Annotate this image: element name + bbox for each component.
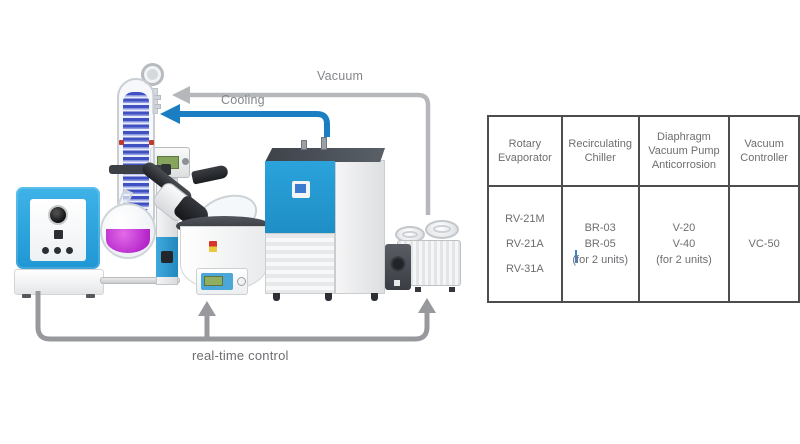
device-foot bbox=[415, 287, 421, 292]
cell-chiller-models: BR-03 BR-05 (for 2 units) bbox=[560, 185, 640, 303]
col-header-vacuum-controller: Vacuum Controller bbox=[728, 115, 800, 187]
condenser-marker bbox=[149, 140, 154, 145]
lift-knob bbox=[161, 251, 173, 263]
cooling-label: Cooling bbox=[221, 93, 265, 107]
panel-button bbox=[42, 247, 49, 254]
clamp-knob bbox=[161, 164, 171, 175]
chiller-display-screen bbox=[295, 184, 306, 193]
cell-controller-model: VC-50 bbox=[728, 185, 800, 303]
recirculating-chiller bbox=[263, 137, 385, 301]
chiller-top-lid bbox=[265, 148, 385, 162]
chiller-side-panel bbox=[335, 160, 385, 294]
pump-front-panel bbox=[385, 244, 411, 290]
caster-wheel bbox=[371, 293, 378, 301]
caster-wheel bbox=[273, 293, 280, 301]
support-arm bbox=[100, 277, 180, 284]
warning-sticker-icon bbox=[209, 241, 217, 252]
cooling-arrowhead-icon bbox=[160, 104, 180, 124]
pump-canister bbox=[395, 226, 425, 243]
caster-wheel bbox=[325, 293, 332, 301]
bath-lcd bbox=[204, 276, 223, 286]
vacuum-controller-panel bbox=[30, 199, 86, 261]
condenser-clamp bbox=[109, 165, 163, 174]
device-foot bbox=[86, 294, 95, 298]
panel-button bbox=[66, 247, 73, 254]
pump-canister bbox=[425, 220, 459, 239]
model-spec-table: Rotary Evaporator Recirculating Chiller … bbox=[487, 115, 800, 303]
chiller-display bbox=[292, 181, 310, 198]
cell-pump-models: V-20 V-40 (for 2 units) bbox=[637, 185, 731, 303]
diaphragm-vacuum-pump bbox=[385, 218, 465, 294]
pump-arrowhead-icon bbox=[418, 298, 436, 313]
col-header-rotary-evaporator: Rotary Evaporator bbox=[487, 115, 563, 187]
device-foot bbox=[22, 294, 31, 298]
bath-display-bezel bbox=[201, 273, 233, 290]
realtime-control-label: real-time control bbox=[192, 348, 289, 363]
gauge-dial bbox=[147, 69, 158, 80]
control-knob-icon bbox=[182, 158, 189, 165]
cell-rotary-evaporator-models: RV-21M RV-21A RV-31A bbox=[487, 185, 563, 303]
pump-vent-icon bbox=[390, 256, 406, 272]
evaporator-arrowhead-icon bbox=[198, 301, 216, 316]
heating-bath-control-panel bbox=[196, 268, 248, 295]
text-cursor-artifact bbox=[575, 250, 577, 263]
pump-canister-ring bbox=[402, 230, 418, 238]
magenta-liquid bbox=[106, 229, 150, 253]
pump-label-tag bbox=[394, 280, 400, 286]
table-header-row: Rotary Evaporator Recirculating Chiller … bbox=[487, 115, 800, 187]
coolant-port bbox=[301, 140, 307, 150]
vacuum-arrowhead-icon bbox=[172, 86, 190, 104]
receiving-flask bbox=[100, 203, 156, 259]
table-body-row: RV-21M RV-21A RV-31A BR-03 BR-05 (for 2 … bbox=[487, 185, 800, 303]
chiller-vent-grille bbox=[265, 233, 335, 294]
pump-canister-ring bbox=[433, 225, 451, 234]
vacuum-label: Vacuum bbox=[317, 69, 364, 83]
coolant-port bbox=[321, 137, 327, 150]
bath-knob bbox=[237, 277, 246, 286]
realtime-control-line bbox=[35, 291, 436, 342]
col-header-diaphragm-vacuum-pump: Diaphragm Vacuum Pump Anticorrosion bbox=[637, 115, 731, 187]
control-knob-icon bbox=[48, 205, 68, 225]
device-foot bbox=[449, 287, 455, 292]
vacuum-controller bbox=[14, 183, 106, 301]
condenser-marker bbox=[119, 140, 124, 145]
panel-button bbox=[54, 247, 61, 254]
vacuum-controller-head bbox=[16, 187, 100, 269]
cooling-line bbox=[160, 104, 330, 137]
pressure-gauge-icon bbox=[141, 63, 164, 86]
vacuum-line bbox=[172, 86, 431, 215]
mini-display bbox=[54, 230, 63, 239]
col-header-recirculating-chiller: Recirculating Chiller bbox=[560, 115, 640, 187]
chiller-front-panel bbox=[265, 161, 335, 233]
